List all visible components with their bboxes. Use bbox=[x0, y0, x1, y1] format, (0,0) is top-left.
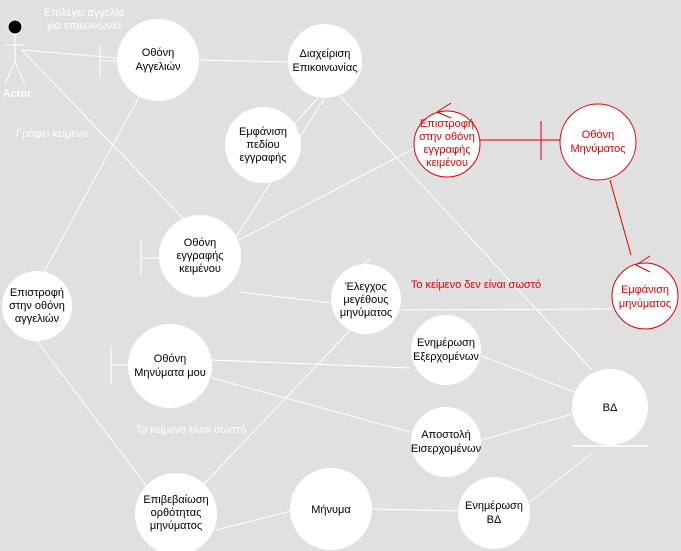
edge-minymatamou-apostoli bbox=[211, 377, 411, 433]
edge-enimerosi-vd bbox=[529, 452, 593, 503]
edge-minymatamou-exerx bbox=[211, 359, 411, 369]
edge-eggrafis-elegxos bbox=[239, 291, 332, 304]
edge-diaxeirisi-vd bbox=[339, 95, 593, 371]
edge-epivevaiosi-minyma bbox=[215, 510, 292, 531]
edge-apostoli-vd bbox=[481, 413, 573, 441]
label-sosto: Το κείμενο είναι σωστό bbox=[136, 424, 247, 436]
node-minyma[interactable]: Μήνυμα bbox=[290, 468, 372, 550]
edge-diaxeirisi-emfanisi bbox=[292, 97, 319, 126]
edge-actor-aggelion bbox=[21, 49, 118, 59]
actor-head bbox=[7, 19, 23, 35]
edge-aggelion-epistrofi bbox=[43, 94, 141, 273]
svg-text:ΒΔ: ΒΔ bbox=[603, 402, 618, 414]
actor-label: Actor bbox=[3, 88, 32, 100]
edge-elegxos-emfanisi bbox=[400, 308, 613, 311]
actor: Actor bbox=[3, 19, 32, 100]
edge-othoniminymatos-emfanisi bbox=[609, 179, 632, 256]
label-lathos: Το κείμενο δεν είναι σωστό bbox=[411, 279, 541, 291]
edge-epistrofi-epivevaiosi bbox=[35, 339, 149, 489]
node-vd[interactable]: ΒΔ bbox=[572, 369, 648, 447]
svg-text:Μήνυμα: Μήνυμα bbox=[311, 504, 351, 516]
edge-exerx-vd bbox=[481, 355, 575, 393]
edge-eggrafis-epistrofi bbox=[238, 147, 416, 241]
edge-aggelion-diaxeirisi bbox=[197, 59, 290, 63]
edge-minyma-enimerosi bbox=[370, 508, 461, 512]
edge-elegxos-epivevaiosi bbox=[199, 321, 359, 489]
label-grafei: Γράφει κείμενο bbox=[16, 128, 88, 140]
edge-actor-eggrafis bbox=[21, 49, 199, 235]
